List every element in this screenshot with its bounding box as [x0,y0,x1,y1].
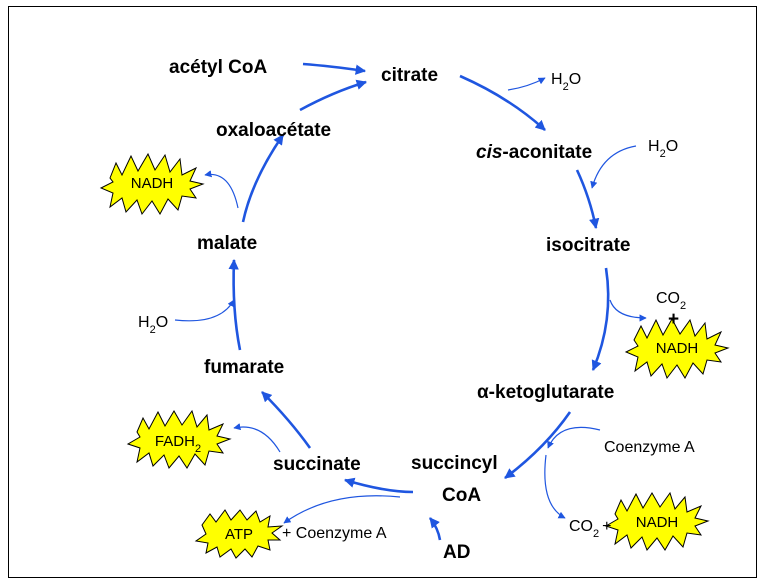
arrow-oxaloacetate-citrate [299,79,367,112]
arrow-citrate-h2o [507,77,546,91]
nadh-label: NADH [131,175,174,192]
arrow-coenzymea-to-ketoglutarate [547,426,601,449]
metabolite-succincyl: succincyl [411,453,498,474]
arrow-to-co2-nadh [544,454,566,519]
coenzyme-a-label: Coenzyme A [604,439,695,456]
metabolite-acetyl-coa: acétyl CoA [169,57,267,78]
fadh2-label: FADH2 [155,433,201,455]
arrow-malate-nadh [204,170,239,209]
co2-ketoglutarate: CO2+ [569,518,611,540]
arrow-succincyl-atp [283,495,401,524]
metabolite-fumarate: fumarate [204,357,284,378]
atp-label: ATP [225,526,253,543]
nadh-starburst-isocitrate: NADH [624,317,730,380]
arrow-h2o-fumarate [174,299,235,322]
arrow-isocitrate-co2-nadh [609,299,647,322]
arrow-isocitrate-ketoglutarate [591,267,610,371]
metabolite-citrate: citrate [381,65,438,86]
arrow-acetylcoa-citrate [302,62,367,75]
arrow-malate-oxaloacetate [241,134,285,223]
diagram-frame [8,6,757,578]
atp-starburst: ATP [194,509,284,559]
metabolite-succinate: succinate [273,454,361,475]
nadh-starburst-ketoglutarate: NADH [604,491,710,551]
co2-isocitrate: CO2 [656,290,686,312]
arrow-succincylcoa-succinate [344,477,414,494]
metabolite-cis-aconitate: cis-aconitate [476,142,592,163]
plus-coenzyme-a-label: + Coenzyme A [282,525,387,542]
h2o-fumarate: H2O [138,314,168,336]
metabolite-coa: CoA [442,485,481,506]
nadh-label: NADH [656,340,699,357]
nadh-label: NADH [636,514,679,531]
h2o-cis-aconitate: H2O [648,138,678,160]
plus-sign: + [668,309,679,330]
fadh2-starburst: FADH2 [126,409,232,469]
arrow-fumarate-malate [228,258,242,351]
arrow-succinate-fadh2 [233,423,281,453]
arrow-ad-succincyl [428,517,442,541]
arrow-succinate-fumarate [261,391,312,449]
nadh-starburst-malate: NADH [99,152,205,216]
arrow-cisaconitate-isocitrate [575,169,600,230]
arrow-ketoglutarate-succincylcoa [504,411,572,480]
metabolite-oxaloacetate: oxaloacétate [216,120,331,141]
arrow-h2o-cisaconitate [590,145,637,189]
metabolite-malate: malate [197,233,257,254]
metabolite-alpha-ketoglutarate: α-ketoglutarate [477,382,614,403]
arrow-citrate-cisaconitate [459,74,546,131]
ad-label: AD [443,542,470,563]
metabolite-isocitrate: isocitrate [546,235,630,256]
h2o-citrate: H2O [551,71,581,93]
